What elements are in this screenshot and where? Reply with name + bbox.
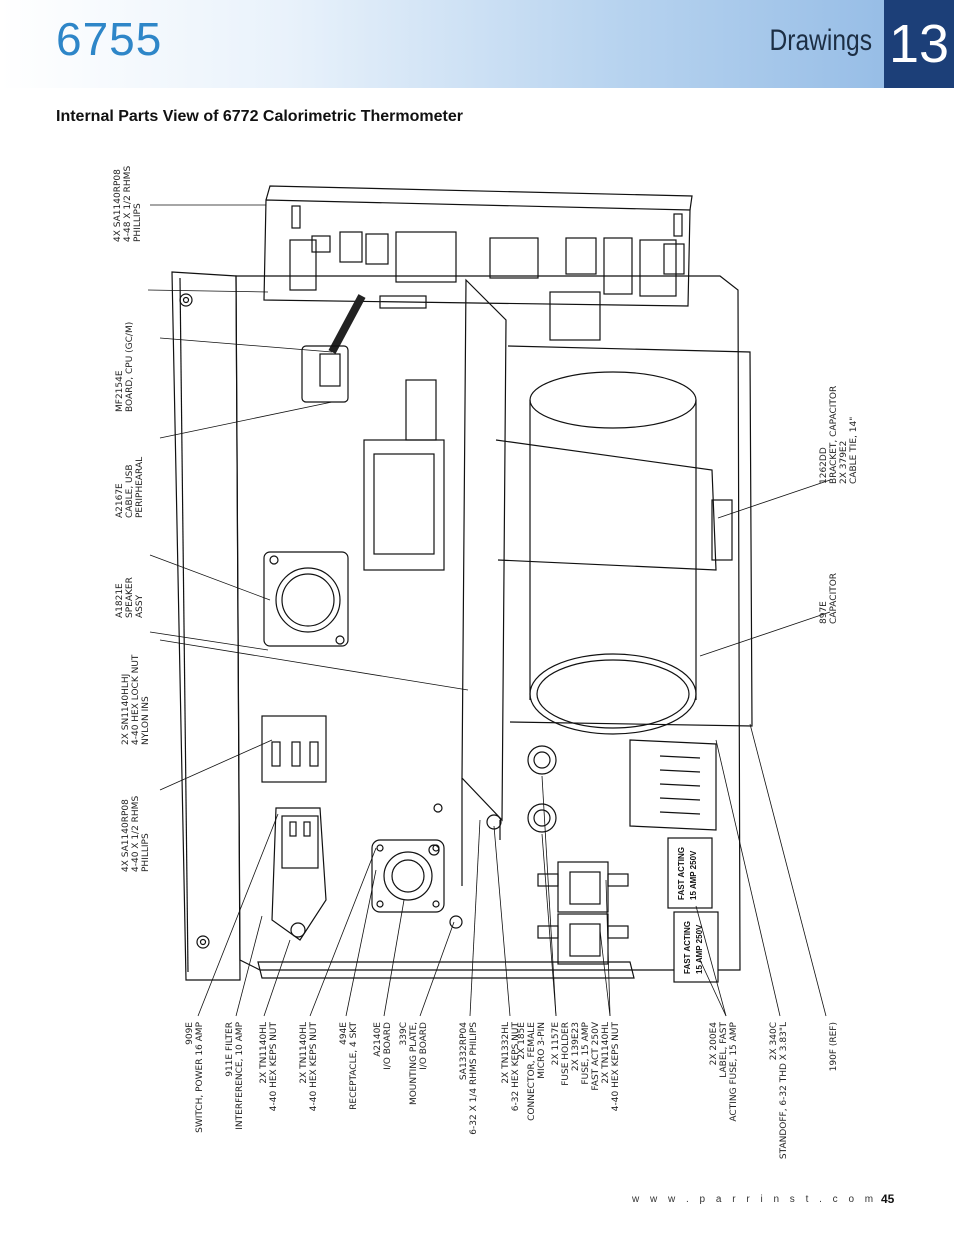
fuse-holder-1 (557, 861, 609, 913)
callouts-bottom-7-line-1: 6-32 X 1/4 RHMS PHILIPS (469, 1022, 479, 1135)
callouts-bottom-2-line-1: 4-40 HEX KEPS NUT (269, 1022, 279, 1112)
callouts-bottom-11-line-1: LABEL, FAST (719, 1022, 729, 1078)
footer-url: w w w . p a r r i n s t . c o m (632, 1194, 878, 1205)
callouts-bottom-9-line-2: MICRO 3-PIN (537, 1022, 547, 1079)
callouts-bottom-5-line-0: A2140E (373, 1022, 383, 1057)
callouts-bottom-1-line-0: 911E FILTER (225, 1022, 235, 1077)
callouts-bottom-12-line-0: 2X 340C (769, 1022, 779, 1060)
callouts-right-0-line-1: BRACKET, CAPACITOR (829, 386, 839, 484)
callouts-top-3-line-1: SPEAKER (125, 577, 135, 618)
callouts-bottom-0-line-0: 909E (185, 1022, 195, 1045)
callouts-top-3-line-0: A1821E (115, 583, 125, 618)
callouts-top-3-line-2: ASSY (135, 594, 145, 618)
page-header: 6755 Drawings 13 (0, 0, 954, 88)
callouts-bottom-3-line-0: 2X TN1140HL (299, 1022, 309, 1084)
model-number: 6755 (56, 13, 163, 65)
callouts-bottom-10-line-6: 4-40 HEX KEPS NUT (611, 1022, 621, 1112)
fuse-label-2-line2: 15 AMP 250V (695, 924, 704, 974)
callouts-top-4-line-2: NYLON INS (141, 696, 151, 745)
chapter-number: 13 (884, 0, 954, 88)
callouts-right-1-line-1: CAPACITOR (829, 573, 839, 624)
callouts-top-1-line-0: MF2154E (115, 370, 125, 412)
callouts-bottom-9-line-0: 2X 185E (517, 1022, 527, 1060)
callouts-top-2-line-2: PERIPHEARAL (135, 457, 145, 518)
callouts-right-1-line-0: 897E (819, 601, 829, 624)
speaker (263, 551, 349, 647)
callouts-bottom-8-line-1: 6-32 HEX KEPS NUT (511, 1022, 521, 1112)
callouts-bottom-10-line-0: 2X 1157E (551, 1022, 561, 1066)
callouts-bottom-12-line-1: STANDOFF, 6-32 THD X 3.83"L (779, 1022, 789, 1159)
callouts-top-4-line-0: 2X SN1140HLHJ (121, 674, 131, 745)
callouts-bottom-11-line-2: ACTING FUSE, 15 AMP (729, 1021, 739, 1121)
connector-2 (527, 803, 557, 833)
callouts-right-0-line-2: 2X 379E2 (839, 441, 849, 484)
fuse-label-2 (673, 911, 719, 983)
callouts-right-0-line-0: 1262DD (819, 447, 829, 484)
callouts-top-0-line-2: PHILLIPS (133, 203, 143, 242)
callouts-bottom-6-line-1: MOUNTING PLATE, (409, 1022, 419, 1105)
callouts-top-1-line-1: BOARD, CPU (GC/M) (125, 322, 135, 412)
fuse-label-1-line1: FAST ACTING (677, 847, 686, 900)
receptacle (371, 839, 445, 913)
mounting-bracket (461, 278, 507, 822)
page-number: 45 (881, 1192, 895, 1206)
cpu-board (263, 199, 691, 307)
callouts-bottom-13-line-0: 190F (REF) (829, 1022, 839, 1071)
callouts-bottom-6-line-2: I/O BOARD (419, 1022, 429, 1070)
callouts-top-2-line-1: CABLE, USB (125, 464, 135, 518)
side-panel (171, 271, 241, 981)
callouts-top-5-line-0: 4X SA1140RP08 (121, 799, 131, 872)
callouts-top-4-line-1: 4-40 HEX LOCK NUT (131, 654, 141, 745)
callouts-bottom-10-line-2: 2X 139E23 (571, 1022, 581, 1071)
callouts-top-0-line-1: 4-48 X 1/2 RHMS (123, 166, 133, 242)
callouts-top-0-line-0: 4X SA1140RP08 (113, 169, 123, 242)
callouts-right-0-line-3: CABLE TIE, 14" (849, 417, 859, 484)
callouts-bottom-0-line-1: SWITCH, POWER 16 AMP (195, 1021, 205, 1132)
drawing-title: Internal Parts View of 6772 Calorimetric… (56, 108, 463, 125)
callouts-bottom-10-line-5: 2X TN1140HL (601, 1022, 611, 1084)
capacitor (495, 371, 717, 735)
interference-filter (261, 715, 327, 783)
callouts-top-5-line-1: 4-40 X 1/2 RHMS (131, 796, 141, 872)
callouts-bottom-2-line-0: 2X TN1140HL (259, 1022, 269, 1084)
callouts-bottom-5-line-1: I/O BOARD (383, 1022, 393, 1070)
callouts-top-2-line-0: A2167E (115, 483, 125, 518)
power-switch (271, 807, 327, 941)
callouts-bottom-8-line-0: 2X TN1332HL (501, 1022, 511, 1084)
connector-1 (527, 745, 557, 775)
fuse-label-1-line2: 15 AMP 250V (689, 850, 698, 900)
section-title: Drawings (769, 24, 872, 57)
callouts-bottom-11-line-0: 2X 200E4 (709, 1022, 719, 1066)
callouts-top-5-line-2: PHILLIPS (141, 833, 151, 872)
callouts-bottom-10-line-4: FAST ACT 250V (591, 1021, 601, 1090)
callouts-bottom-9-line-1: CONNECTOR, FEMALE (527, 1022, 537, 1121)
callouts-bottom-4-line-0: 494E (339, 1022, 349, 1045)
callouts-bottom-10-line-3: FUSE, 15 AMP (581, 1021, 591, 1084)
callouts-bottom-4-line-1: RECEPTACLE, 4 SKT (349, 1021, 359, 1109)
base-plate (235, 275, 741, 971)
fuse-label-2-line1: FAST ACTING (683, 921, 692, 974)
callouts-bottom-1-line-1: INTERFERENCE, 10 AMP (235, 1021, 245, 1129)
fuse-label-1 (667, 837, 713, 909)
callouts-bottom-3-line-1: 4-40 HEX KEPS NUT (309, 1022, 319, 1112)
callouts-bottom-7-line-0: SA1332RP04 (459, 1022, 469, 1080)
callouts-bottom-6-line-0: 339C (399, 1022, 409, 1045)
callouts-bottom-10-line-1: FUSE HOLDER (561, 1022, 571, 1086)
